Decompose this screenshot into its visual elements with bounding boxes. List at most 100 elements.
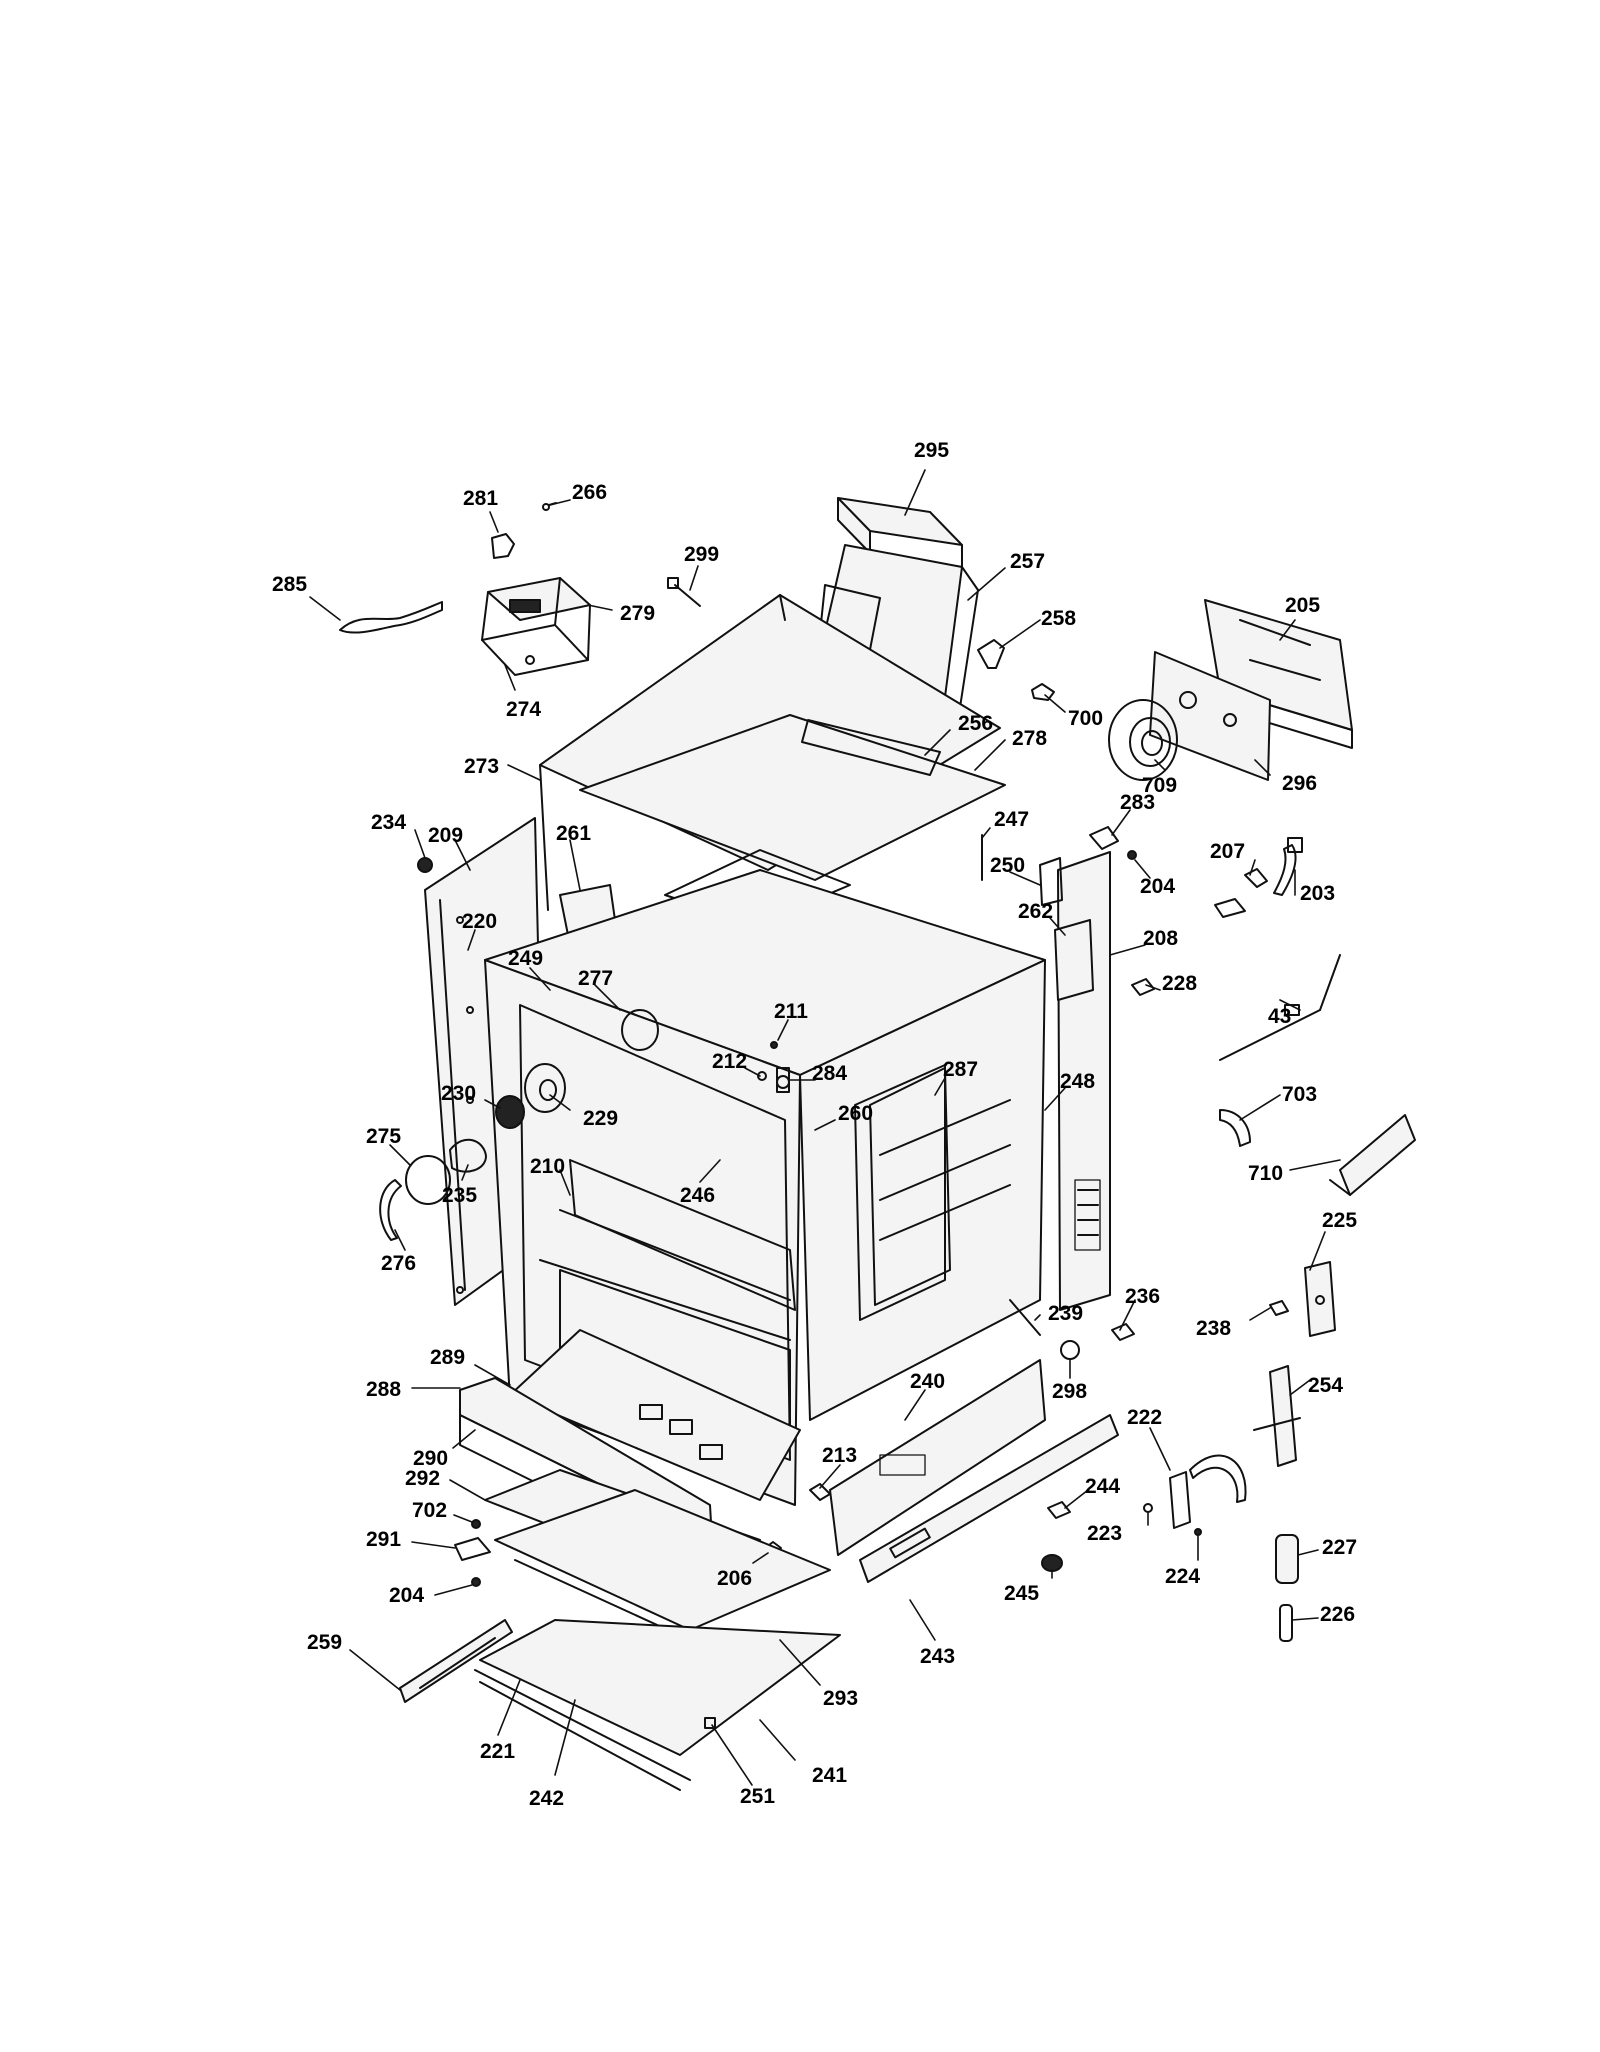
part-label: 234 (371, 811, 406, 834)
part-drawings (309, 469, 1416, 1791)
part-238-clip (1269, 1300, 1289, 1316)
part-label: 222 (1127, 1406, 1162, 1429)
part-703-clip (1219, 1109, 1251, 1147)
part-276-wire (379, 1179, 402, 1241)
part-204-screw (1127, 850, 1137, 860)
part-label: 208 (1143, 927, 1178, 950)
part-211-screw (770, 1041, 778, 1049)
leader-lines (309, 469, 1341, 1786)
part-label: 261 (556, 822, 591, 845)
part-240-glide-frame (829, 1359, 1046, 1556)
part-229-shield (524, 1063, 566, 1113)
part-label: 296 (1282, 772, 1317, 795)
part-245-foot (1041, 1554, 1063, 1572)
part-label: 249 (508, 947, 543, 970)
part-label: 241 (812, 1764, 847, 1787)
part-label: 248 (1060, 1070, 1095, 1093)
part-284-bracket (776, 1067, 790, 1093)
part-241-bottom-tray (479, 1619, 841, 1756)
part-label: 240 (910, 1370, 945, 1393)
part-label: 225 (1322, 1209, 1357, 1232)
part-239-bracket (1009, 1299, 1041, 1336)
part-242-rail (474, 1669, 691, 1791)
part-label: 285 (272, 573, 307, 596)
part-262-bracket (1054, 919, 1094, 1001)
part-label: 281 (463, 487, 498, 510)
part-label: 243 (920, 1645, 955, 1668)
part-244-clip (1047, 1501, 1071, 1519)
part-275-bulb-cover (405, 1155, 451, 1205)
part-259-burner (399, 1619, 513, 1703)
part-label: 277 (578, 967, 613, 990)
part-label: 258 (1041, 607, 1076, 630)
part-label: 288 (366, 1378, 401, 1401)
part-label: 238 (1196, 1317, 1231, 1340)
part-label: 209 (428, 824, 463, 847)
part-710-bracket (1329, 1114, 1416, 1196)
part-label: 221 (480, 1740, 515, 1763)
part-label: 279 (620, 602, 655, 625)
part-702-screw (471, 1519, 481, 1529)
part-709-shield (1108, 699, 1178, 781)
part-label: 220 (462, 910, 497, 933)
part-label: 292 (405, 1467, 440, 1490)
part-label: 289 (430, 1346, 465, 1369)
part-label: 710 (1248, 1162, 1283, 1185)
part-label: 257 (1010, 550, 1045, 573)
part-204-bottom-screw (471, 1577, 481, 1587)
part-label: 290 (413, 1447, 448, 1470)
part-label: 260 (838, 1102, 873, 1125)
part-label: 223 (1087, 1522, 1122, 1545)
part-212-screw (757, 1071, 767, 1081)
part-label: 259 (307, 1631, 342, 1654)
part-223-screw (1143, 1503, 1153, 1513)
part-label: 283 (1120, 791, 1155, 814)
part-label: 702 (412, 1499, 447, 1522)
part-label: 274 (506, 698, 541, 721)
part-label: 236 (1125, 1285, 1160, 1308)
part-label: 204 (1140, 875, 1175, 898)
part-label: 230 (441, 1082, 476, 1105)
part-227-igniter (1275, 1534, 1299, 1584)
part-label: 287 (943, 1058, 978, 1081)
part-225-bracket (1304, 1261, 1336, 1337)
part-label: 239 (1048, 1302, 1083, 1325)
part-label: 278 (1012, 727, 1047, 750)
part-258-clip (977, 639, 1005, 669)
part-298-bumper (1060, 1340, 1080, 1360)
part-label: 43 (1268, 1005, 1291, 1028)
part-label: 266 (572, 481, 607, 504)
part-label: 256 (958, 712, 993, 735)
part-254-hinge-arm (1253, 1365, 1301, 1467)
part-285-wire (339, 601, 443, 634)
part-label: 244 (1085, 1475, 1120, 1498)
part-222-hinge (1169, 1454, 1247, 1529)
part-287-rear-panel (869, 1067, 951, 1306)
part-label: 247 (994, 808, 1029, 831)
part-label: 213 (822, 1444, 857, 1467)
part-label: 254 (1308, 1374, 1343, 1397)
part-label: 250 (990, 854, 1025, 877)
part-label: 204 (389, 1584, 424, 1607)
part-205-bracket (1204, 599, 1353, 749)
part-224-screw (1194, 1528, 1202, 1536)
part-label: 242 (529, 1787, 564, 1810)
part-203-sensor (1214, 837, 1303, 918)
part-number-labels: 295 281 266 299 257 285 279 258 205 274 … (272, 439, 1357, 1810)
part-label: 295 (914, 439, 949, 462)
part-label: 291 (366, 1528, 401, 1551)
part-246-rack-guide (559, 1209, 791, 1301)
part-label: 212 (712, 1050, 747, 1073)
part-296-bracket (1149, 651, 1271, 781)
part-279-igniter-bracket (481, 577, 591, 676)
part-label: 211 (774, 1000, 808, 1023)
part-289-bottom-panel (509, 1329, 801, 1501)
part-label: 703 (1282, 1083, 1317, 1106)
part-label: 262 (1018, 900, 1053, 923)
part-label: 246 (680, 1184, 715, 1207)
part-label: 275 (366, 1125, 401, 1148)
part-label: 227 (1322, 1536, 1357, 1559)
part-700-clip (1031, 683, 1055, 701)
part-235-bulb (449, 1138, 487, 1173)
